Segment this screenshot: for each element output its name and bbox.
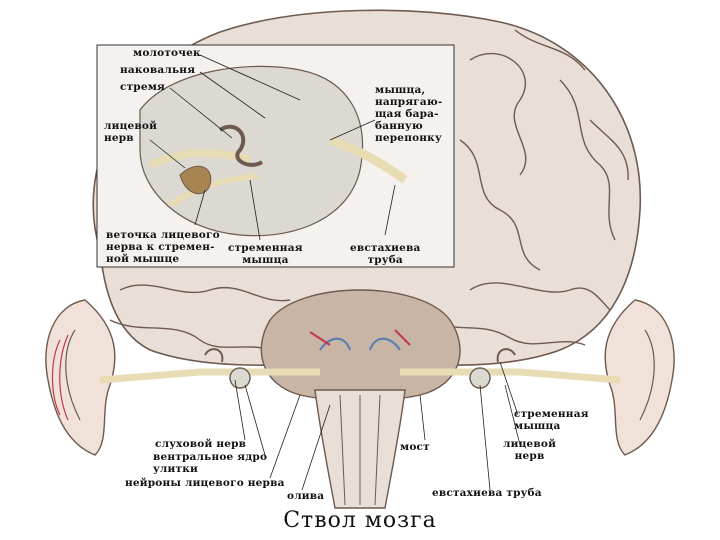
- main-leader-lines: [234, 361, 521, 491]
- label-inset-facial-nerve: лицевой нерв: [104, 120, 158, 144]
- auditory-pathways: [99, 348, 621, 389]
- label-ventral-nucleus: вентральное ядро улитки: [153, 451, 268, 475]
- label-olive: олива: [287, 490, 325, 502]
- inset-panel: [96, 44, 455, 268]
- label-stapes: стремя: [120, 81, 165, 93]
- label-facial-nerve: лицевой нерв: [503, 438, 557, 462]
- label-auditory-nerve: слуховой нерв: [155, 438, 247, 450]
- label-facial-branch: веточка лицевого нерва к стремен- ной мы…: [106, 229, 220, 265]
- brainstem: [260, 289, 461, 509]
- figure-caption: Ствол мозга: [283, 508, 437, 533]
- label-inset-eustachian: евстахиева труба: [350, 242, 421, 266]
- label-inset-stapedius: стременная мышца: [228, 242, 303, 266]
- label-eustachian: евстахиева труба: [432, 487, 542, 499]
- right-ear: [604, 299, 675, 456]
- label-facial-neurons: нейроны лицевого нерва: [125, 477, 285, 489]
- label-incus: наковальня: [120, 64, 196, 76]
- label-tensor-tympani: мышца, напрягаю- щая бара- банную перепо…: [375, 84, 443, 144]
- left-ear: [45, 299, 116, 456]
- label-stapedius: стременная мышца: [514, 408, 589, 432]
- label-malleus: молоточек: [133, 47, 201, 59]
- label-pons: мост: [400, 441, 430, 453]
